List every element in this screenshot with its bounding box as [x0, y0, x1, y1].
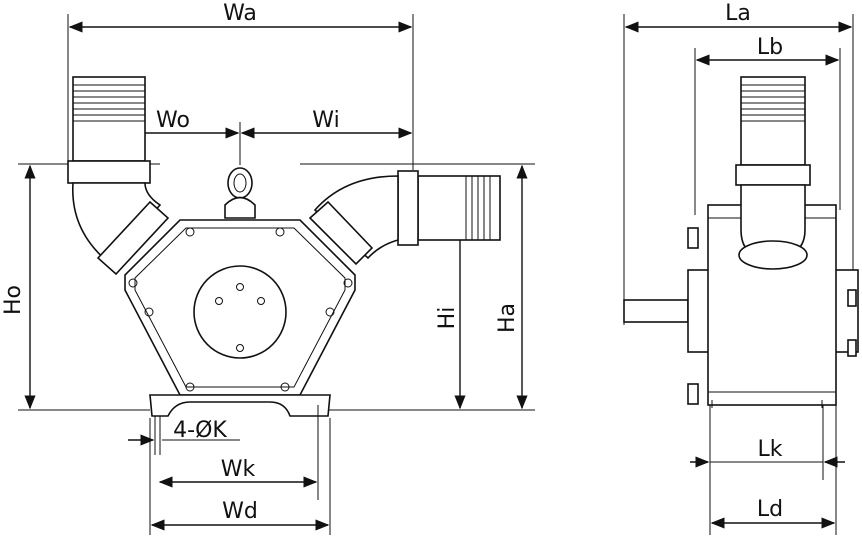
label-wa: Wa — [223, 1, 257, 26]
label-ha: Ha — [495, 303, 520, 333]
dim-ho: Ho — [1, 163, 160, 411]
dim-lk: Lk — [690, 405, 845, 535]
dim-wk: Wk — [158, 405, 319, 500]
dim-wd: Wd — [149, 418, 331, 535]
label-hi: Hi — [435, 307, 460, 330]
housing — [687, 204, 859, 408]
label-wd: Wd — [222, 499, 258, 524]
label-la: La — [725, 1, 751, 26]
shaft — [623, 299, 689, 323]
dim-hole: 4-ØK — [128, 416, 240, 455]
label-wk: Wk — [221, 457, 256, 482]
label-ho: Ho — [1, 285, 26, 315]
side-view: La Lb — [623, 1, 859, 535]
dim-lb: Lb — [694, 35, 841, 215]
pump-body — [124, 219, 356, 417]
dim-ld: Ld — [710, 405, 837, 535]
label-lb: Lb — [757, 35, 783, 60]
label-wo: Wo — [156, 108, 190, 133]
inlet-pipe — [313, 170, 501, 260]
dim-la: La — [623, 1, 854, 325]
flanges — [96, 200, 374, 276]
side-pipe — [735, 76, 811, 270]
outlet-pipe — [67, 76, 162, 264]
lifting-eye — [224, 167, 256, 219]
front-view: Wa Wo Wi Ho Hi Ha — [1, 1, 535, 535]
rotor-disc — [193, 265, 287, 359]
label-ld: Ld — [757, 497, 783, 522]
dim-wa: Wa — [67, 1, 414, 170]
dim-ha: Ha — [300, 163, 535, 411]
label-hole: 4-ØK — [173, 418, 227, 443]
label-lk: Lk — [758, 437, 783, 462]
dim-wo-wi: Wo Wi — [105, 108, 413, 185]
label-wi: Wi — [312, 108, 339, 133]
